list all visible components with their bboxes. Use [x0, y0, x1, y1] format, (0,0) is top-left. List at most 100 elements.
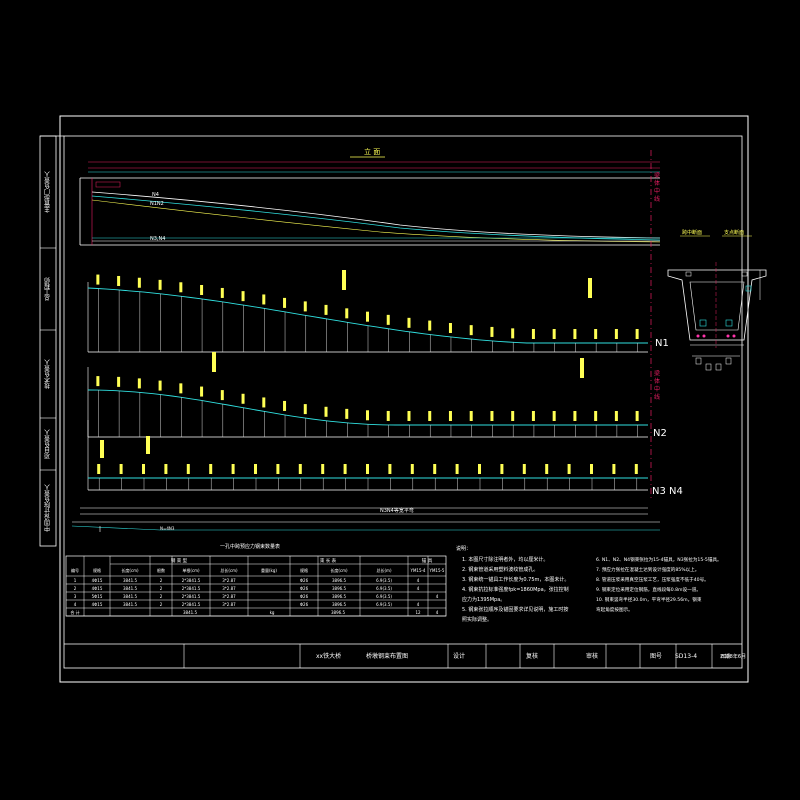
ordinate-value-mark [552, 411, 556, 421]
project-name: xx铁大桥 [316, 652, 341, 660]
ordinate-value-mark [137, 378, 141, 389]
ordinate-value-mark [635, 329, 639, 339]
table-col-header: YM15-5 [429, 568, 445, 573]
ordinate-value-mark [490, 411, 494, 421]
sidebar-label: 技术负责人 [45, 359, 52, 390]
ordinate-value-mark [231, 464, 235, 474]
table-cell: Φ26 [300, 578, 309, 583]
table-cell: 2 [160, 602, 163, 607]
n3n4-bar-label: N3N4等宽平弯 [380, 507, 414, 514]
table-col-header: 总长(m) [376, 567, 391, 573]
ordinate-value-mark [573, 411, 577, 421]
table-cell: 4 [74, 602, 77, 607]
note-line: 7. 预应力张拉在混凝土达到设计强度的85%以上。 [596, 566, 699, 573]
drawing-name: 桥墩钢束布置图 [366, 652, 408, 660]
ordinate-value-mark [276, 464, 280, 474]
elevation-title: 立 面 [364, 147, 380, 156]
n3n4-label: N3 N4 [652, 486, 683, 497]
note-line: 1. 本图尺寸除注明者外，均以厘米计。 [462, 556, 548, 563]
table-title: 一孔中跨预应力钢束数量表 [220, 543, 280, 550]
ordinate-value-mark [522, 464, 526, 474]
ordinate-value-mark [590, 464, 593, 474]
ordinate-value-mark [428, 411, 432, 421]
note-line: 8. 管道压浆采用真空压浆工艺，压浆强度不低于40号。 [596, 576, 709, 583]
table-col-header: 根数 [157, 567, 165, 573]
date-label: 日期 [720, 654, 730, 660]
ordinate-value-mark [455, 464, 459, 474]
note-line: 9. 钢束定位采用定位钢筋，直线段每0.8m设一道。 [596, 586, 701, 593]
ordinate-value-mark [448, 323, 452, 334]
ordinate-value-mark [158, 279, 162, 290]
table-col-header: 编号 [71, 567, 79, 573]
steel-table: 钢 束 型束 长 表锚 具编号规格长度(cm)根数单根(cm)总长(cm)重量(… [65, 555, 447, 617]
table-group-header: 锚 具 [422, 557, 433, 564]
table-cell: Φ26 [300, 586, 309, 591]
table-cell: 5Φ15 [92, 594, 103, 599]
ordinate-value-mark [366, 410, 369, 421]
table-total-cell: 3841.5 [183, 610, 197, 615]
ordinate-value-mark [594, 411, 598, 421]
ordinate-value-mark [410, 464, 414, 474]
sidebar-strip [39, 135, 57, 547]
table-cell: 6.9(3.5) [376, 586, 392, 591]
ordinate-value-mark [137, 277, 141, 288]
ordinate-value-mark [567, 464, 571, 474]
ordinate-value-mark [117, 376, 121, 387]
ordinate-value-mark [179, 282, 183, 293]
table-cell: 2*3841.5 [182, 594, 201, 599]
table-cell: 2*3841.5 [182, 602, 201, 607]
note-line: 6. N1、N2、N4钢束张拉为15-4锚具，N3张拉为15-5锚具。 [596, 556, 722, 563]
ordinate-value-mark [531, 411, 535, 421]
ordinate-value-mark [343, 464, 347, 474]
outer-frame [59, 115, 749, 683]
table-total-cell: 12 [415, 610, 421, 615]
ordinate-value-mark [545, 464, 549, 474]
ordinate-value-mark [241, 393, 245, 404]
table-cell: 3896.5 [332, 602, 346, 607]
table-total-cell: 4 [436, 610, 439, 615]
table-col-header: 规格 [93, 567, 101, 573]
check-label: 复核 [526, 652, 538, 660]
table-cell: Φ26 [300, 594, 309, 599]
ordinate-value-mark [594, 329, 598, 339]
table-cell: 3 [74, 594, 77, 599]
table-cell: 4 [436, 594, 439, 599]
ordinate-value-mark [407, 317, 411, 328]
n1-label: N1 [655, 338, 669, 349]
table-cell: 3841.5 [123, 602, 137, 607]
ordinate-value-mark [386, 314, 390, 325]
ordinate-value-mark [164, 464, 168, 474]
review-label: 审核 [586, 652, 598, 660]
ordinate-value-mark [366, 464, 369, 474]
ordinate-value-mark [531, 329, 535, 339]
note-line: 2. 钢束管道采用塑料波纹管成孔。 [462, 566, 538, 573]
ordinate-value-mark [254, 464, 257, 474]
table-cell: 3896.5 [332, 578, 346, 583]
table-cell: 1 [74, 578, 77, 583]
table-col-header: 重量(kg) [261, 567, 277, 573]
ordinate-value-mark [241, 291, 245, 302]
table-cell: 3841.5 [123, 586, 137, 591]
ordinate-value-mark [283, 297, 287, 308]
ordinate-value-mark [119, 464, 123, 474]
ordinate-value-mark [283, 400, 287, 411]
ordinate-value-mark [634, 464, 638, 474]
ordinate-value-mark [96, 376, 100, 387]
table-cell: 2 [74, 586, 77, 591]
ordinate-value-mark [448, 411, 452, 421]
sidebar-label: 中国设计院负责人 [45, 484, 52, 533]
ordinate-value-mark [490, 326, 494, 337]
n3-short-label: N=4N3 [160, 526, 175, 531]
ordinate-value-mark [635, 411, 639, 421]
ordinate-value-mark [345, 308, 349, 319]
ordinate-value-mark [298, 464, 302, 474]
table-cell: 4Φ15 [92, 586, 103, 591]
ordinate-value-mark [324, 304, 328, 315]
ordinate-value-mark [324, 406, 328, 417]
table-cell: 4 [417, 578, 420, 583]
ordinate-value-mark [179, 383, 183, 394]
table-cell: 3841.5 [123, 594, 137, 599]
ordinate-value-mark [142, 464, 145, 474]
table-cell: 3*2.87 [222, 602, 236, 607]
note-line: 5. 钢束张拉顺序及锚固要求详见说明，施工时按 [462, 606, 568, 613]
